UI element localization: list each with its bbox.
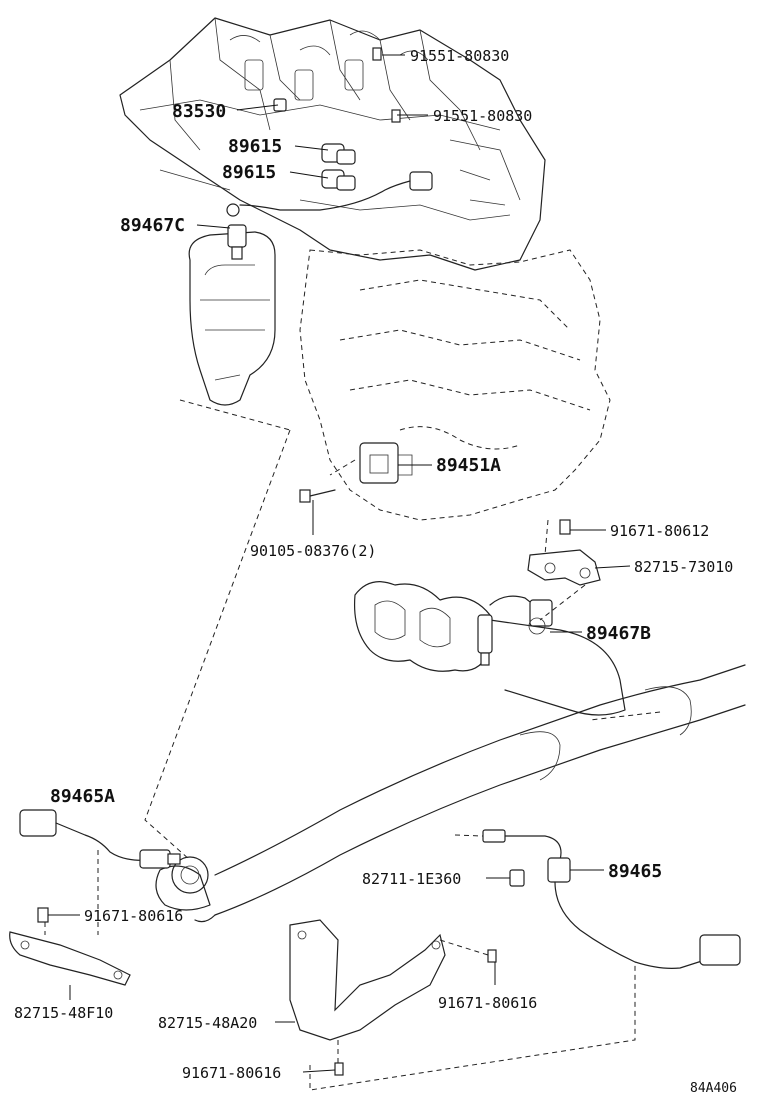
label-89615-bottom: 89615: [222, 162, 276, 183]
label-91671-80612: 91671-80612: [610, 522, 709, 540]
transmission-drawing: [299, 249, 611, 521]
bracket-82715-48f10-drawing: [9, 907, 131, 986]
exhaust-manifold-drawing: [353, 581, 626, 716]
catalytic-converter-upper: [188, 231, 276, 406]
label-91671-80616-left: 91671-80616: [84, 907, 183, 925]
label-89615-top: 89615: [228, 136, 282, 157]
label-89465: 89465: [608, 861, 662, 882]
label-91551-80830-top: 91551-80830: [410, 47, 509, 65]
part-labels: 91551-80830 91551-80830 83530 89615 8961…: [14, 47, 737, 1096]
label-89467b: 89467B: [586, 623, 651, 644]
label-91671-80616-bottom: 91671-80616: [182, 1064, 281, 1082]
oxygen-sensor-89465a-drawing: [19, 809, 181, 869]
label-89451a: 89451A: [436, 455, 501, 476]
diagram-reference-code: 84A406: [690, 1081, 737, 1096]
bracket-82715-73010-drawing: [527, 519, 601, 586]
leader-lines: [48, 54, 631, 1073]
exhaust-pipe-drawing: [155, 664, 746, 923]
label-82711-1e360: 82711-1E360: [362, 870, 461, 888]
label-83530: 83530: [172, 101, 226, 122]
oxygen-sensor-89467b-drawing: [477, 595, 553, 666]
label-91671-80616-right: 91671-80616: [438, 994, 537, 1012]
oxygen-sensor-89465-drawing: [482, 829, 741, 969]
upper-sensors: [226, 47, 433, 260]
speed-sensor-part: [359, 442, 413, 484]
label-89465a: 89465A: [50, 786, 115, 807]
label-90105-08376: 90105-08376(2): [250, 542, 376, 560]
bolt-90105: [299, 489, 336, 503]
label-91551-80830-mid: 91551-80830: [433, 107, 532, 125]
dashed-leaders: [44, 399, 661, 1091]
label-82715-48a20: 82715-48A20: [158, 1014, 257, 1032]
label-82715-48f10: 82715-48F10: [14, 1004, 113, 1022]
label-89467c: 89467C: [120, 215, 185, 236]
label-82715-73010: 82715-73010: [634, 558, 733, 576]
bracket-82715-48a20-drawing: [289, 919, 497, 1076]
